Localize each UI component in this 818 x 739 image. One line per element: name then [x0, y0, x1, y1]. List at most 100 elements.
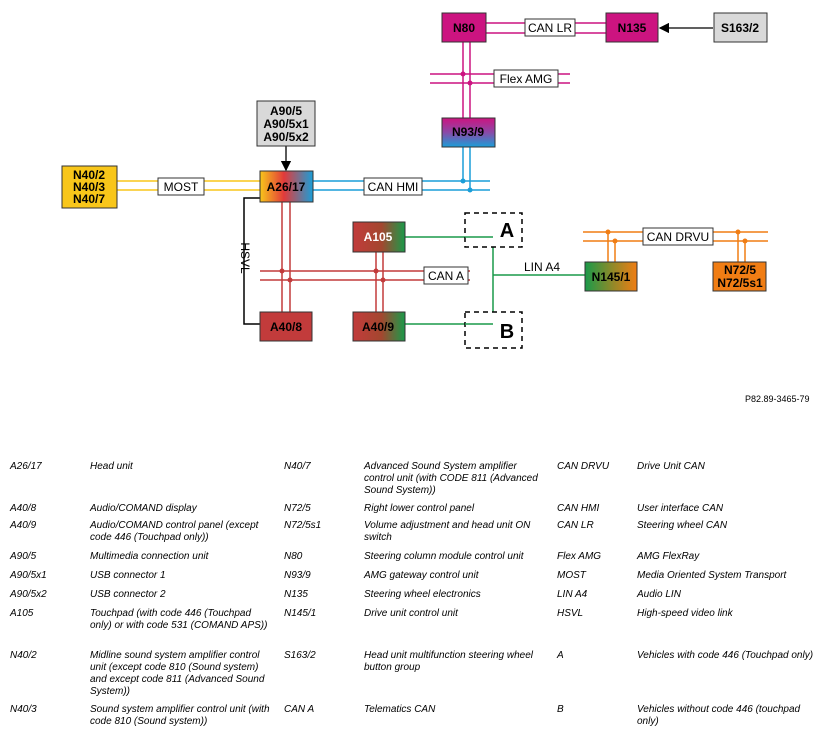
legend-description: Vehicles without code 446 (touchpad only… — [637, 704, 801, 727]
legend-code: A26/17 — [10, 461, 42, 472]
legend-description: Media Oriented System Transport — [637, 570, 787, 581]
label-lin-a4: LIN A4 — [524, 260, 560, 274]
legend-description: Advanced Sound System amplifier control … — [364, 461, 538, 496]
legend-description: Head unit multifunction steering wheel b… — [364, 650, 533, 673]
label-can-lr: CAN LR — [524, 18, 576, 37]
node-n72-label-1: N72/5 — [724, 263, 756, 277]
option-box-b-label: B — [500, 321, 514, 343]
node-a26-17: A26/17 — [259, 170, 314, 203]
can-a-bus — [260, 202, 470, 312]
legend-code: N145/1 — [284, 608, 317, 619]
legend-description: User interface CAN — [637, 503, 724, 514]
option-box-a: A — [464, 212, 523, 248]
legend-description: Audio LIN — [637, 589, 681, 600]
legend-description: Drive unit control unit — [364, 608, 458, 619]
node-a90-label-2: A90/5x1 — [263, 117, 309, 131]
hsvl-link — [243, 197, 260, 325]
node-n72-label-2: N72/5s1 — [717, 276, 763, 290]
legend-description: Head unit — [90, 461, 133, 472]
legend-code: Flex AMG — [557, 551, 602, 562]
node-n145-1: N145/1 — [584, 261, 638, 292]
node-a90-label-3: A90/5x2 — [263, 130, 309, 144]
legend-code: CAN DRVU — [557, 461, 610, 472]
node-n145-1-label: N145/1 — [592, 270, 631, 284]
legend-code: A90/5x1 — [10, 570, 47, 581]
label-can-a-text: CAN A — [428, 269, 464, 283]
legend-description: USB connector 2 — [90, 589, 166, 600]
node-a26-17-label: A26/17 — [267, 180, 306, 194]
label-can-drvu: CAN DRVU — [642, 227, 714, 246]
legend-code: N72/5s1 — [284, 520, 322, 531]
legend-code: CAN LR — [557, 520, 594, 531]
legend-code: N40/3 — [10, 704, 37, 715]
legend-description: Touchpad (with code 446 (Touchpad only) … — [90, 608, 268, 631]
label-can-hmi: CAN HMI — [363, 177, 423, 196]
label-most: MOST — [157, 177, 205, 196]
label-most-text: MOST — [164, 180, 199, 194]
legend-code: HSVL — [557, 608, 584, 619]
node-s163-2-label: S163/2 — [721, 21, 759, 35]
node-a40-9-label: A40/9 — [362, 320, 394, 334]
legend-code: N80 — [284, 551, 303, 562]
legend-description: Audio/COMAND control panel (except code … — [90, 520, 259, 543]
node-n80: N80 — [441, 12, 487, 43]
legend-code: A — [557, 650, 564, 661]
node-a40-9: A40/9 — [352, 311, 406, 342]
legend-description: AMG gateway control unit — [364, 570, 479, 581]
node-a40-8-label: A40/8 — [270, 320, 302, 334]
legend-description: Midline sound system amplifier control u… — [90, 650, 265, 697]
node-n93-9-label: N93/9 — [452, 125, 484, 139]
legend-description: Vehicles with code 446 (Touchpad only) — [637, 650, 814, 661]
legend-description: Right lower control panel — [364, 503, 475, 514]
legend-code: N40/2 — [10, 650, 37, 661]
legend-description: Multimedia connection unit — [90, 551, 209, 562]
node-n135: N135 — [605, 12, 659, 43]
legend-description: AMG FlexRay — [637, 551, 700, 562]
legend-description: Sound system amplifier control unit (wit… — [90, 704, 270, 727]
node-n72: N72/5 N72/5s1 — [712, 261, 767, 292]
node-a105-label: A105 — [364, 230, 393, 244]
legend-code: A90/5x2 — [10, 589, 47, 600]
label-flex-amg-text: Flex AMG — [500, 72, 553, 86]
figure-reference: P82.89-3465-79 — [745, 394, 810, 404]
node-n40-label-1: N40/2 — [73, 168, 105, 182]
label-can-lr-text: CAN LR — [528, 21, 572, 35]
node-n80-label: N80 — [453, 21, 475, 35]
legend-description: Steering column module control unit — [364, 551, 524, 562]
node-n93-9: N93/9 — [441, 117, 496, 148]
legend-description: Steering wheel electronics — [364, 589, 481, 600]
legend-description: USB connector 1 — [90, 570, 166, 581]
node-a90: A90/5 A90/5x1 A90/5x2 — [256, 100, 316, 147]
legend-code: A105 — [10, 608, 34, 619]
legend-code: A90/5 — [10, 551, 37, 562]
node-a40-8: A40/8 — [259, 311, 313, 342]
legend-code: N40/7 — [284, 461, 311, 472]
legend-code: CAN HMI — [557, 503, 600, 514]
legend-description: High-speed video link — [637, 608, 733, 619]
node-s163-2: S163/2 — [713, 12, 768, 43]
legend-code: A40/8 — [10, 503, 37, 514]
legend-description: Volume adjustment and head unit ON switc… — [364, 520, 531, 543]
label-flex-amg: Flex AMG — [493, 69, 559, 88]
legend-code: MOST — [557, 570, 586, 581]
legend-description: Drive Unit CAN — [637, 461, 705, 472]
label-can-drvu-text: CAN DRVU — [647, 230, 709, 244]
label-can-hmi-text: CAN HMI — [368, 180, 419, 194]
node-a90-label-1: A90/5 — [270, 104, 302, 118]
label-hsvl: HSVL — [238, 242, 252, 274]
legend-code: CAN A — [284, 704, 315, 715]
legend-description: Telematics CAN — [364, 704, 436, 715]
node-n40: N40/2 N40/3 N40/7 — [61, 165, 118, 209]
legend-code: N135 — [284, 589, 308, 600]
option-box-b: B — [464, 311, 523, 349]
label-can-a: CAN A — [423, 266, 469, 285]
node-a105: A105 — [352, 221, 406, 253]
legend-code: LIN A4 — [557, 589, 588, 600]
legend-code: N72/5 — [284, 503, 311, 514]
legend-code: B — [557, 704, 564, 715]
network-diagram: N80 N135 S163/2 N93/9 A90/5 A90/5x1 A90/… — [61, 12, 768, 349]
legend-code: S163/2 — [284, 650, 316, 661]
legend-code: N93/9 — [284, 570, 311, 581]
lin-a4-bus — [405, 236, 585, 325]
node-n135-label: N135 — [618, 21, 647, 35]
